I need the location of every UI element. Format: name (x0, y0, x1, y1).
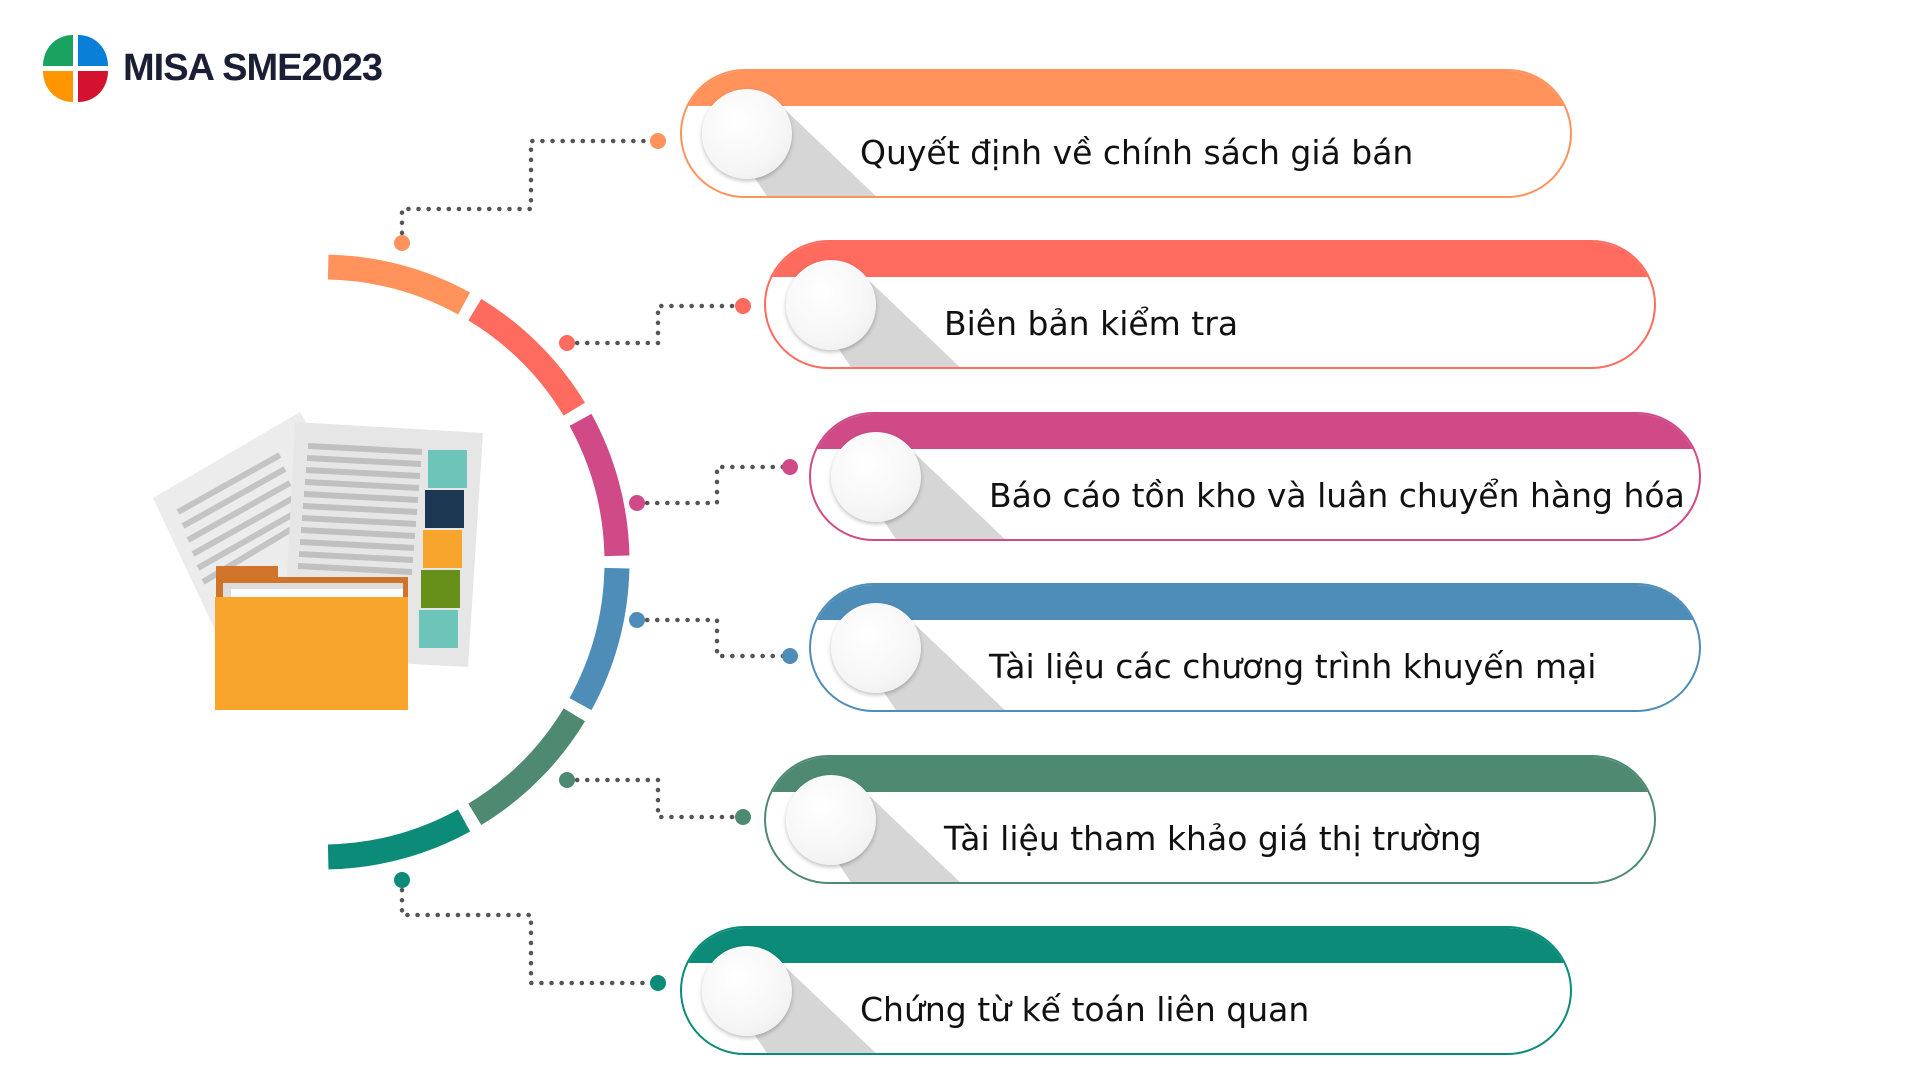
arc-segment (468, 708, 586, 826)
dotted-line (634, 464, 793, 506)
item-label: Quyết định về chính sách giá bán (860, 132, 1414, 172)
arc-segment (569, 413, 630, 557)
dotted-line (634, 617, 793, 659)
connector-dot (735, 298, 751, 314)
misa-logo-icon (43, 35, 108, 102)
arc-segments (327, 254, 630, 870)
item-label: Biên bản kiểm tra (944, 303, 1239, 343)
circle-badge (702, 89, 792, 179)
connector-dot (629, 495, 645, 511)
dotted-line (399, 138, 661, 246)
circle-badge (786, 775, 876, 865)
arc-segment (569, 567, 630, 711)
connector-dot (559, 335, 575, 351)
item-pill: Chứng từ kế toán liên quan (680, 926, 1572, 1055)
arc-segment (327, 254, 471, 315)
item-label: Chứng từ kế toán liên quan (860, 989, 1310, 1029)
pill-band (766, 242, 1654, 277)
logo: MISA SME2023 (40, 33, 383, 104)
connector-dot (650, 975, 666, 991)
item-pill: Tài liệu các chương trình khuyến mại (809, 583, 1701, 712)
connector-dot (394, 872, 410, 888)
pill-band (811, 414, 1699, 449)
item-pill: Báo cáo tồn kho và luân chuyển hàng hóa (809, 412, 1701, 541)
circle-badge (831, 603, 921, 693)
item-label: Tài liệu tham khảo giá thị trường (944, 818, 1482, 858)
item-label: Tài liệu các chương trình khuyến mại (989, 646, 1597, 686)
dotted-line (564, 777, 746, 820)
pill-band (682, 928, 1570, 963)
circle-badge (786, 260, 876, 350)
circle-badge (831, 432, 921, 522)
pill-band (811, 585, 1699, 620)
logo-text: MISA SME2023 (123, 47, 383, 89)
connector-dot (394, 235, 410, 251)
arc-segment (327, 809, 471, 870)
connector-dot (735, 809, 751, 825)
connector-dot (629, 612, 645, 628)
pill-band (682, 71, 1570, 106)
connector-dot (650, 133, 666, 149)
dotted-line (399, 877, 661, 986)
documents-illustration (153, 412, 483, 710)
connector-dot (782, 459, 798, 475)
item-pill: Biên bản kiểm tra (764, 240, 1656, 369)
connector-dot (782, 648, 798, 664)
dotted-connectors (394, 133, 798, 991)
connector-dot (559, 772, 575, 788)
arc-segment (468, 298, 586, 416)
dotted-line (564, 303, 746, 346)
pill-band (766, 757, 1654, 792)
item-label: Báo cáo tồn kho và luân chuyển hàng hóa (989, 475, 1685, 515)
item-pill: Tài liệu tham khảo giá thị trường (764, 755, 1656, 884)
circle-badge (702, 946, 792, 1036)
item-pill: Quyết định về chính sách giá bán (680, 69, 1572, 198)
